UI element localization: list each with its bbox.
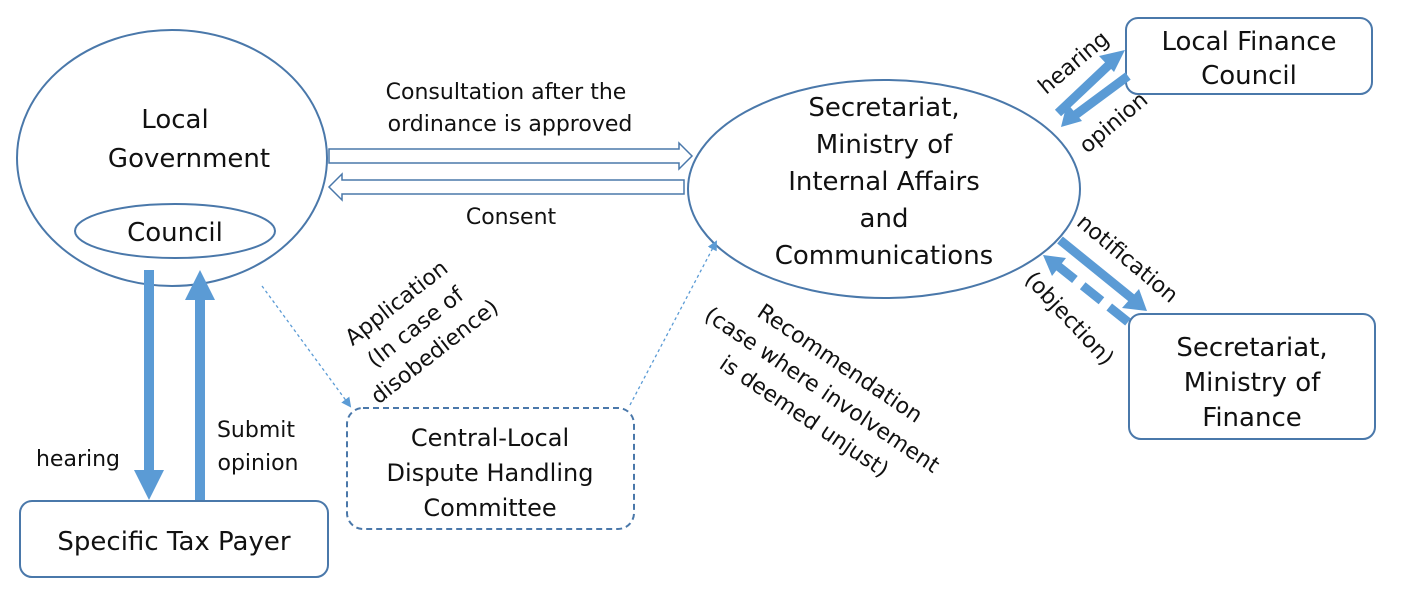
council-label: Council — [127, 218, 223, 248]
local-government-label-2: Government — [108, 144, 270, 174]
secretariat-miac-label-3: Internal Affairs — [788, 167, 980, 197]
consent-label: Consent — [466, 205, 557, 230]
secretariat-mof-label-3: Finance — [1202, 403, 1301, 433]
local-finance-council-node: Local Finance Council — [1125, 17, 1373, 95]
specific-tax-payer-node: Specific Tax Payer — [19, 500, 329, 578]
application-label: Application (In case of disobedience) — [341, 256, 504, 410]
secretariat-mof-label-1: Secretariat, — [1176, 333, 1327, 363]
secretariat-mof-node: Secretariat, Ministry of Finance — [1128, 313, 1376, 440]
consultation-label-2: ordinance is approved — [388, 112, 633, 137]
opinion-lfc-arrow — [1061, 72, 1131, 127]
secretariat-miac-label-2: Ministry of — [816, 130, 953, 160]
notification-arrow — [1057, 236, 1147, 311]
submit-opinion-label-1: Submit — [217, 418, 295, 443]
application-arrow — [261, 285, 352, 408]
hearing-lfc-label: hearing — [1034, 27, 1114, 100]
dispute-committee-label-2: Dispute Handling — [387, 459, 594, 487]
secretariat-miac-label-4: and — [860, 204, 909, 234]
submit-opinion-arrow — [185, 270, 215, 500]
local-government-label-1: Local — [141, 105, 208, 135]
local-finance-council-label-1: Local Finance — [1161, 27, 1336, 57]
submit-opinion-label-2: opinion — [218, 451, 299, 476]
secretariat-miac-label-1: Secretariat, — [808, 93, 959, 123]
recommendation-arrow — [629, 240, 717, 406]
objection-label: (objection) — [1019, 267, 1118, 371]
local-finance-council-label-2: Council — [1201, 61, 1297, 91]
council-node: Council — [74, 203, 276, 259]
objection-arrow — [1043, 255, 1131, 326]
secretariat-miac-label-5: Communications — [775, 241, 993, 271]
dispute-committee-node: Central-Local Dispute Handling Committee — [346, 407, 635, 530]
dispute-committee-label-1: Central-Local — [411, 424, 569, 452]
consent-arrow — [327, 172, 685, 202]
hearing-taxpayer-label: hearing — [36, 447, 120, 472]
opinion-lfc-label: opinion — [1075, 88, 1153, 159]
secretariat-miac-node: Secretariat, Ministry of Internal Affair… — [687, 79, 1081, 299]
specific-tax-payer-label: Specific Tax Payer — [57, 527, 290, 557]
secretariat-mof-label-2: Ministry of — [1184, 368, 1321, 398]
consultation-arrow — [328, 141, 694, 171]
dispute-committee-label-3: Committee — [423, 494, 556, 522]
hearing-taxpayer-arrow — [134, 270, 164, 500]
consultation-label-1: Consultation after the — [386, 80, 627, 105]
recommendation-label: Recommendation (case where involvement i… — [700, 300, 944, 483]
recommendation-label-2: (case where involvement — [700, 303, 944, 479]
